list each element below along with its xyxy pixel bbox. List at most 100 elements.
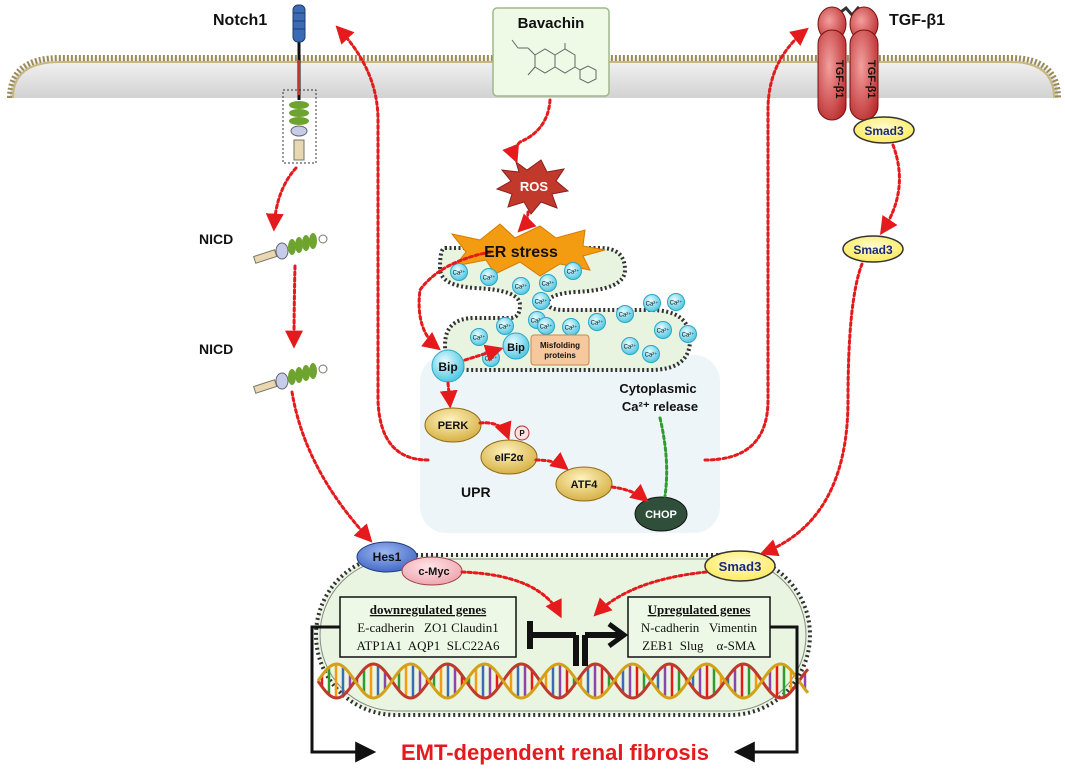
- emt-bracket: [310, 625, 799, 763]
- downregulated-genes-box: [339, 596, 517, 658]
- calcium-ion: [564, 262, 582, 280]
- dna-helix: [316, 662, 810, 700]
- upr-label: UPR: [461, 484, 491, 500]
- calcium-ion-label: Ca²⁺: [515, 284, 528, 291]
- calcium-ion: [588, 313, 606, 331]
- smad3-label-3: Smad3: [719, 559, 762, 574]
- arrow-bip-bip: [463, 344, 504, 362]
- arrow-smad3-2-3: [759, 262, 864, 557]
- bavachin-box: [492, 7, 610, 97]
- gene-regulation-symbol: [527, 621, 629, 666]
- upregulated-line1: N-cadherin Vimentin: [641, 620, 758, 635]
- bavachin-structure-icon: [511, 39, 597, 84]
- misfolding-box: [530, 334, 590, 366]
- calcium-ion-label: Ca²⁺: [646, 301, 659, 308]
- tgf-b1-label: TGF-β1: [889, 12, 945, 29]
- ca-release-label: Ca²⁺ release: [622, 399, 698, 414]
- calcium-ions: Ca²⁺Ca²⁺Ca²⁺Ca²⁺Ca²⁺Ca²⁺Ca²⁺Ca²⁺Ca²⁺Ca²⁺…: [450, 262, 697, 367]
- calcium-ion: [512, 277, 530, 295]
- notch1-label: Notch1: [213, 12, 267, 29]
- bip-label-1: Bip: [438, 360, 457, 374]
- perk-label: PERK: [438, 420, 469, 432]
- downregulated-line1: E-cadherin ZO1 Claudin1: [357, 620, 499, 635]
- calcium-ion-label: Ca²⁺: [499, 324, 512, 331]
- calcium-ion-label: Ca²⁺: [531, 318, 544, 325]
- downregulated-line2: ATP1A1 AQP1 SLC22A6: [356, 638, 500, 653]
- hes1-node: [356, 541, 418, 573]
- calcium-ion-label: Ca²⁺: [540, 324, 553, 331]
- ros-burst: [495, 159, 570, 215]
- emt-label: EMT-dependent renal fibrosis: [401, 740, 709, 765]
- calcium-ion-label: Ca²⁺: [591, 320, 604, 327]
- calcium-ion-label: Ca²⁺: [682, 332, 695, 339]
- cmyc-label: c-Myc: [418, 566, 449, 578]
- calcium-ion-label: Ca²⁺: [657, 328, 670, 335]
- calcium-ion-label: Ca²⁺: [619, 312, 632, 319]
- calcium-ion: [470, 328, 488, 346]
- calcium-ion: [539, 274, 557, 292]
- misfolding-label-2: proteins: [544, 351, 576, 360]
- calcium-ion-label: Ca²⁺: [542, 281, 555, 288]
- chop-label: CHOP: [645, 509, 677, 521]
- dna-strand: [316, 662, 810, 700]
- smad3-node-3: [704, 550, 776, 582]
- calcium-ion: [616, 305, 634, 323]
- er-stress-burst: [450, 223, 606, 277]
- chop-node: [634, 496, 688, 532]
- upregulated-line2: ZEB1 Slug α-SMA: [642, 638, 756, 653]
- hes1-label: Hes1: [373, 550, 402, 564]
- calcium-ion: [621, 337, 639, 355]
- eif2a-label: eIF2α: [495, 452, 524, 464]
- calcium-ion-label: Ca²⁺: [535, 299, 548, 306]
- arrow-upr-tgf: [703, 27, 809, 462]
- pathway-arrows: [265, 25, 901, 619]
- arrow-nicd2-hes1: [290, 390, 373, 543]
- atf4-label: ATF4: [571, 479, 599, 491]
- misfolding-label-1: Misfolding: [540, 341, 580, 350]
- calcium-ion-label: Ca²⁺: [483, 275, 496, 282]
- nicd-icon-2: [252, 363, 328, 394]
- tgf-receptor-label-left: TGF-β1: [833, 60, 845, 99]
- calcium-ion: [496, 317, 514, 335]
- calcium-ion: [667, 293, 685, 311]
- notch1-receptor: [282, 4, 317, 164]
- smad3-label-2: Smad3: [853, 243, 893, 257]
- calcium-ion: [679, 325, 697, 343]
- bip-label-2: Bip: [507, 342, 525, 354]
- calcium-ion-label: Ca²⁺: [453, 270, 466, 277]
- dna-strand: [316, 662, 810, 700]
- smad3-label-1: Smad3: [864, 124, 904, 138]
- smad3-node-1: [853, 116, 915, 144]
- calcium-ion-label: Ca²⁺: [565, 325, 578, 332]
- nicd-icon-1: [252, 233, 328, 264]
- arrow-eif2a-atf4: [534, 451, 569, 471]
- calcium-ion: [642, 345, 660, 363]
- arrow-bip-perk: [439, 381, 458, 409]
- calcium-ion: [654, 321, 672, 339]
- er-stress-label: ER stress: [484, 244, 558, 261]
- calcium-ion: [480, 268, 498, 286]
- arrow-notch-nicd1: [265, 166, 298, 232]
- upregulated-title: Upregulated genes: [648, 602, 751, 617]
- atf4-node: [555, 466, 613, 502]
- smad3-node-2: [842, 235, 904, 263]
- nicd-label-1: NICD: [199, 231, 233, 247]
- arrow-upr-notch: [335, 25, 430, 462]
- arrow-perk-eif2a: [478, 420, 512, 441]
- calcium-ion-label: Ca²⁺: [670, 300, 683, 307]
- calcium-ion: [532, 292, 550, 310]
- calcium-ion-label: Ca²⁺: [624, 344, 637, 351]
- calcium-ion-label: Ca²⁺: [567, 269, 580, 276]
- arrow-smad3-gene: [593, 570, 708, 617]
- nicd-label-2: NICD: [199, 341, 233, 357]
- calcium-ion-label: Ca²⁺: [485, 356, 498, 363]
- phospho-circle: [514, 425, 530, 441]
- calcium-ion-label: Ca²⁺: [645, 352, 658, 359]
- bavachin-label: Bavachin: [518, 15, 585, 32]
- arrow-atf4-chop: [610, 483, 649, 503]
- calcium-ion-label: Ca²⁺: [473, 335, 486, 342]
- calcium-ion: [450, 263, 468, 281]
- arrow-calcium-chop: [658, 416, 669, 498]
- arrow-er-bip: [417, 250, 492, 351]
